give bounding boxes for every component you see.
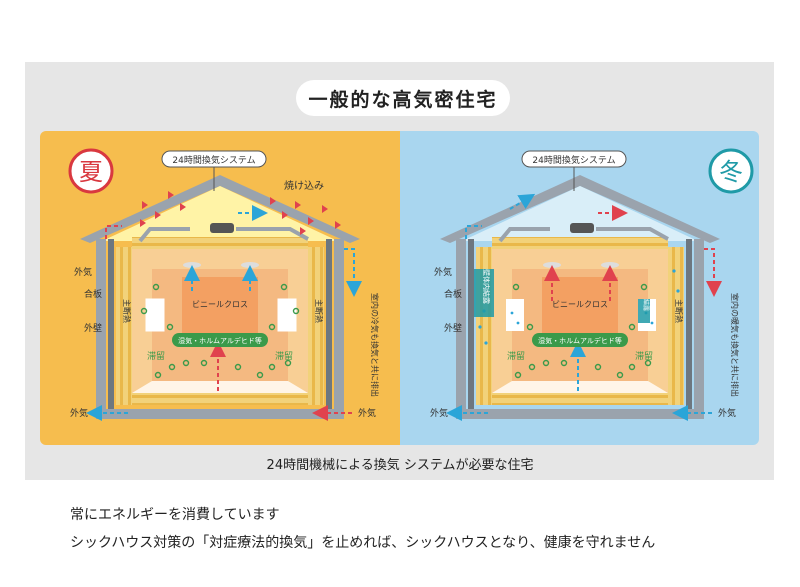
note-energy: 常にエネルギーを消費しています bbox=[70, 507, 280, 523]
winter-outside-air-bottom-right: 外気 bbox=[718, 407, 736, 419]
winter-plywood: 合板 bbox=[444, 288, 462, 300]
winter-outside-air-bottom-left: 外気 bbox=[430, 407, 448, 419]
winter-condensation-label: 壁体内結露 bbox=[482, 269, 491, 304]
winter-stagnation-left: 滞留 bbox=[507, 350, 525, 362]
winter-window-condensation-label: 結露 bbox=[642, 299, 650, 311]
winter-vinyl-cloth: ビニールクロス bbox=[552, 300, 608, 309]
house-diagram: 夏 24時間換気システム 焼け込み 外気 合板 外壁 主断熱 主断熱 ビニールク… bbox=[68, 148, 754, 421]
summer-exhaust-note: 室内の冷気も換気と共に排出 bbox=[370, 293, 380, 397]
winter-stagnation-right: 滞留 bbox=[635, 350, 653, 362]
summer-roof-heat-label: 焼け込み bbox=[284, 180, 324, 192]
winter-exhaust-note: 室内の暖気も換気と共に排出 bbox=[730, 293, 740, 397]
summer-outside-air-bottom-left: 外気 bbox=[70, 407, 88, 419]
summer-insulation-left-label: 主断熱 bbox=[122, 299, 132, 323]
summer-outside-air-bottom-right: 外気 bbox=[358, 407, 376, 419]
winter-pollutants: 湿気・ホルムアルデヒド等 bbox=[538, 336, 622, 345]
page-title: 一般的な高気密住宅 bbox=[296, 80, 510, 116]
summer-stagnation-left: 滞留 bbox=[147, 350, 165, 362]
summer-plywood-1: 合板 bbox=[84, 288, 102, 300]
winter-house bbox=[440, 175, 722, 421]
summer-season-badge bbox=[68, 148, 114, 194]
winter-system-label: 24時間換気システム bbox=[532, 154, 615, 166]
winter-season-badge bbox=[708, 148, 754, 194]
diagram-caption: 24時間機械による換気 システムが必要な住宅 bbox=[266, 458, 534, 473]
winter-outside-air-top: 外気 bbox=[434, 266, 452, 278]
summer-house bbox=[80, 175, 362, 421]
summer-insulation-left bbox=[116, 247, 132, 405]
winter-insulation-right-label: 主断熱 bbox=[674, 299, 684, 323]
summer-outer-wall-1: 外壁 bbox=[84, 322, 102, 334]
summer-vinyl-cloth: ビニールクロス bbox=[192, 300, 248, 309]
summer-insulation-right bbox=[308, 247, 324, 405]
summer-outside-air-top: 外気 bbox=[74, 266, 92, 278]
summer-stagnation-right: 滞留 bbox=[275, 350, 293, 362]
note-sick-house: シックハウス対策の「対症療法的換気」を止めれば、シックハウスとなり、健康を守れま… bbox=[70, 535, 656, 551]
summer-pollutants: 湿気・ホルムアルデヒド等 bbox=[178, 336, 262, 345]
winter-outer-wall: 外壁 bbox=[444, 322, 462, 334]
summer-season-char: 夏 bbox=[79, 158, 103, 186]
summer-insulation-right-label: 主断熱 bbox=[314, 299, 324, 323]
winter-season-char: 冬 bbox=[719, 158, 743, 186]
summer-system-label: 24時間換気システム bbox=[172, 154, 255, 166]
